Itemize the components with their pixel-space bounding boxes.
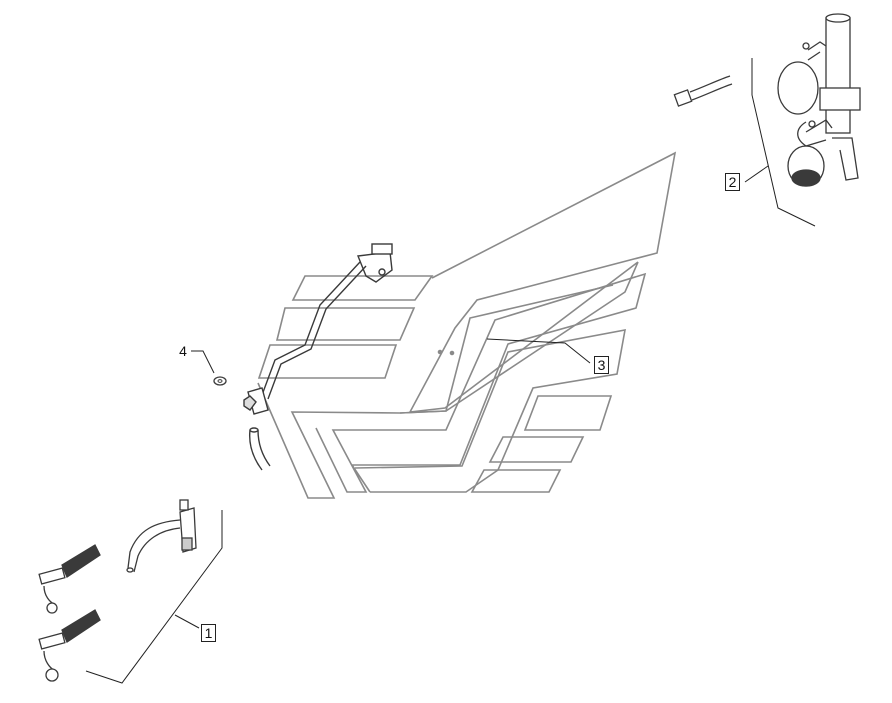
pipe-line-b <box>267 265 367 400</box>
sealing-washer[interactable] <box>213 376 227 386</box>
accumulator-valve-assembly[interactable] <box>777 13 861 187</box>
valve-manifold <box>819 87 861 111</box>
hydraulic-pipe[interactable] <box>243 243 393 415</box>
supply-hose[interactable] <box>673 75 733 107</box>
bracket-bolt <box>378 268 386 276</box>
dust-cap-lower <box>43 650 55 671</box>
decal-chevron-band-3 <box>354 328 626 493</box>
leader-line-4 <box>191 350 215 374</box>
decal-stripe-6 <box>470 469 562 493</box>
leader-line-1 <box>85 510 223 684</box>
mount-bracket <box>832 137 859 181</box>
decal-stripe-4 <box>523 395 613 431</box>
callout-2[interactable]: 2 <box>725 173 740 191</box>
valve-top-fitting <box>179 499 189 511</box>
callout-4[interactable]: 4 <box>179 343 187 359</box>
decal-outer-swoosh <box>399 151 677 414</box>
decal-stripe-1 <box>291 275 434 301</box>
coupler-upper <box>38 567 66 585</box>
decal-stripe-3 <box>257 344 398 379</box>
decal-stripe-5 <box>488 436 585 463</box>
decal-stripe-2 <box>275 307 416 341</box>
accumulator-housing <box>777 61 819 115</box>
hose-b <box>133 527 181 573</box>
elbow-hex <box>243 395 257 411</box>
decal-dot <box>437 349 443 355</box>
decal-chevron-band-2 <box>315 272 647 493</box>
callout-3[interactable]: 3 <box>594 356 609 374</box>
valve-bottom-fitting <box>181 537 193 551</box>
pipe-fitting-top <box>371 243 393 255</box>
assy-pipe-c <box>805 119 833 133</box>
pipe-bracket <box>357 251 393 283</box>
short-hose[interactable] <box>248 427 271 471</box>
pipe-line-a <box>261 261 361 396</box>
leader-line-2 <box>744 58 816 227</box>
hood-decal-set[interactable] <box>257 151 677 499</box>
hose-a <box>127 519 181 569</box>
assy-pipe-a <box>807 41 827 61</box>
callout-1[interactable]: 1 <box>201 624 216 642</box>
decal-chevron-band-1 <box>257 284 614 499</box>
dust-cap-upper <box>43 585 55 605</box>
decal-dot <box>449 350 455 356</box>
quick-coupler-hose-kit[interactable] <box>38 499 197 682</box>
leader-line-3 <box>486 338 591 364</box>
cylinder-body <box>825 17 851 134</box>
grip-upper <box>61 544 101 578</box>
grip-lower <box>61 609 101 643</box>
coupler-lower <box>38 632 66 650</box>
assy-pipe-b <box>797 121 827 147</box>
